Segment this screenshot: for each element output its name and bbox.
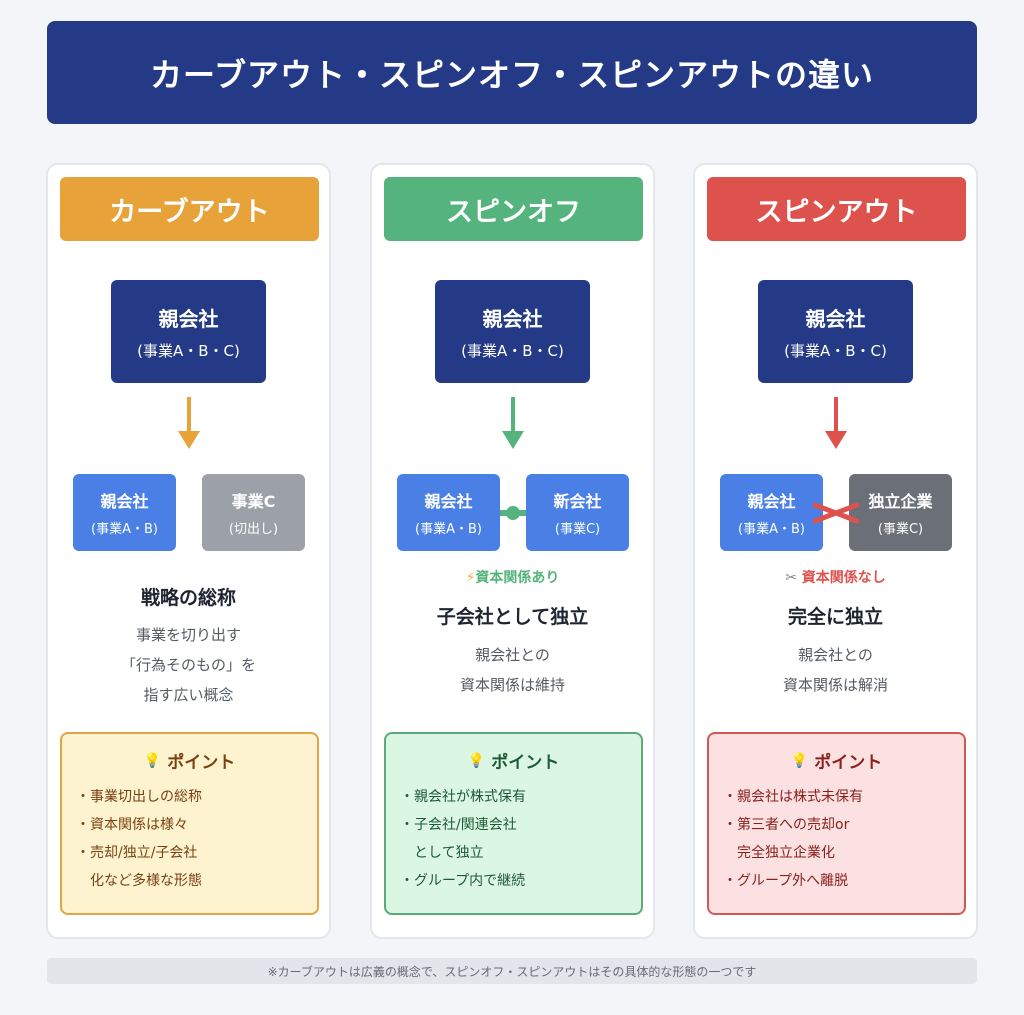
carved-business-box: 事業C (切出し) [202,474,305,551]
box-title: 親会社 [158,306,219,331]
card-heading: 完全に独立 [787,606,883,628]
card-carveout: カーブアウト 親会社 (事業A・B・C) 親会社 (事業A・B) 事業C (切出… [46,163,331,939]
card-header: カーブアウト [60,177,319,241]
remaining-parent-box: 親会社 (事業A・B) [397,474,500,551]
independent-company-box: 独立企業 (事業C) [849,474,952,551]
lightbulb-icon: 💡 [467,752,486,769]
arrow-down-icon [825,397,847,449]
arrow-down-icon [178,397,200,449]
box-title: 事業C [231,492,276,511]
parent-company-box: 親会社 (事業A・B・C) [111,280,266,383]
card-description: 事業を切り出す 「行為そのもの」を 指す広い概念 [120,626,256,704]
parent-company-box: 親会社 (事業A・B・C) [758,280,913,383]
arrow-down-icon [502,397,524,449]
box-sub: (事業A・B) [738,522,805,537]
lightning-icon: ⚡ [465,570,476,586]
box-sub: (切出し) [228,522,279,537]
box-sub: (事業A・B) [415,522,482,537]
lightbulb-icon: 💡 [790,752,809,769]
box-title: 親会社 [747,492,796,511]
card-description: 親会社との 資本関係は維持 [459,646,565,694]
card-header: スピンオフ [384,177,643,241]
new-company-box: 新会社 (事業C) [526,474,629,551]
footnote: ※カーブアウトは広義の概念で、スピンオフ・スピンアウトはその具体的な形態の一つで… [47,958,977,984]
box-title: 親会社 [424,492,473,511]
relation-label: ✂ 資本関係なし [785,570,886,586]
point-list: ・親会社が株式保有 ・子会社/関連会社 として独立 ・グループ内で継続 [400,789,526,889]
page-title: カーブアウト・スピンオフ・スピンアウトの違い [149,55,875,94]
box-sub: (事業A・B・C) [784,341,887,360]
remaining-parent-box: 親会社 (事業A・B) [720,474,823,551]
point-box: 💡 ポイント ・事業切出しの総称 ・資本関係は様々 ・売却/独立/子会社 化など… [60,732,319,915]
card-spinoff: スピンオフ 親会社 (事業A・B・C) 親会社 (事業A・B) 新会社 (事業C… [370,163,655,939]
box-sub: (事業A・B・C) [137,341,240,360]
point-title: 💡 ポイント [143,752,236,774]
scissors-icon: ✂ [785,570,797,586]
box-title: 親会社 [482,306,543,331]
box-sub: (事業A・B) [91,522,158,537]
card-heading: 子会社として独立 [436,606,589,628]
box-sub: (事業C) [554,522,601,537]
box-title: 新会社 [553,492,602,511]
card-header: スピンアウト [707,177,966,241]
box-title: 親会社 [805,306,866,331]
point-box: 💡 ポイント ・親会社は株式未保有 ・第三者への売却or 完全独立企業化 ・グル… [707,732,966,915]
card-description: 親会社との 資本関係は解消 [782,646,888,694]
card-heading: 戦略の総称 [140,587,236,609]
capital-link-icon [500,506,526,520]
point-list: ・親会社は株式未保有 ・第三者への売却or 完全独立企業化 ・グループ外へ離脱 [723,789,863,889]
relation-label: ⚡資本関係あり [465,570,560,586]
box-sub: (事業C) [877,522,924,537]
card-spinout: スピンアウト 親会社 (事業A・B・C) 親会社 (事業A・B) 独立企業 (事… [693,163,978,939]
box-sub: (事業A・B・C) [461,341,564,360]
remaining-parent-box: 親会社 (事業A・B) [73,474,176,551]
point-title: 💡 ポイント [467,752,560,774]
point-box: 💡 ポイント ・親会社が株式保有 ・子会社/関連会社 として独立 ・グループ内で… [384,732,643,915]
parent-company-box: 親会社 (事業A・B・C) [435,280,590,383]
title-banner: カーブアウト・スピンオフ・スピンアウトの違い [47,21,977,124]
cut-link-icon [813,502,859,524]
point-list: ・事業切出しの総称 ・資本関係は様々 ・売却/独立/子会社 化など多様な形態 [76,789,202,889]
box-title: 親会社 [100,492,149,511]
box-title: 独立企業 [868,492,933,511]
point-title: 💡 ポイント [790,752,883,774]
lightbulb-icon: 💡 [143,752,162,769]
